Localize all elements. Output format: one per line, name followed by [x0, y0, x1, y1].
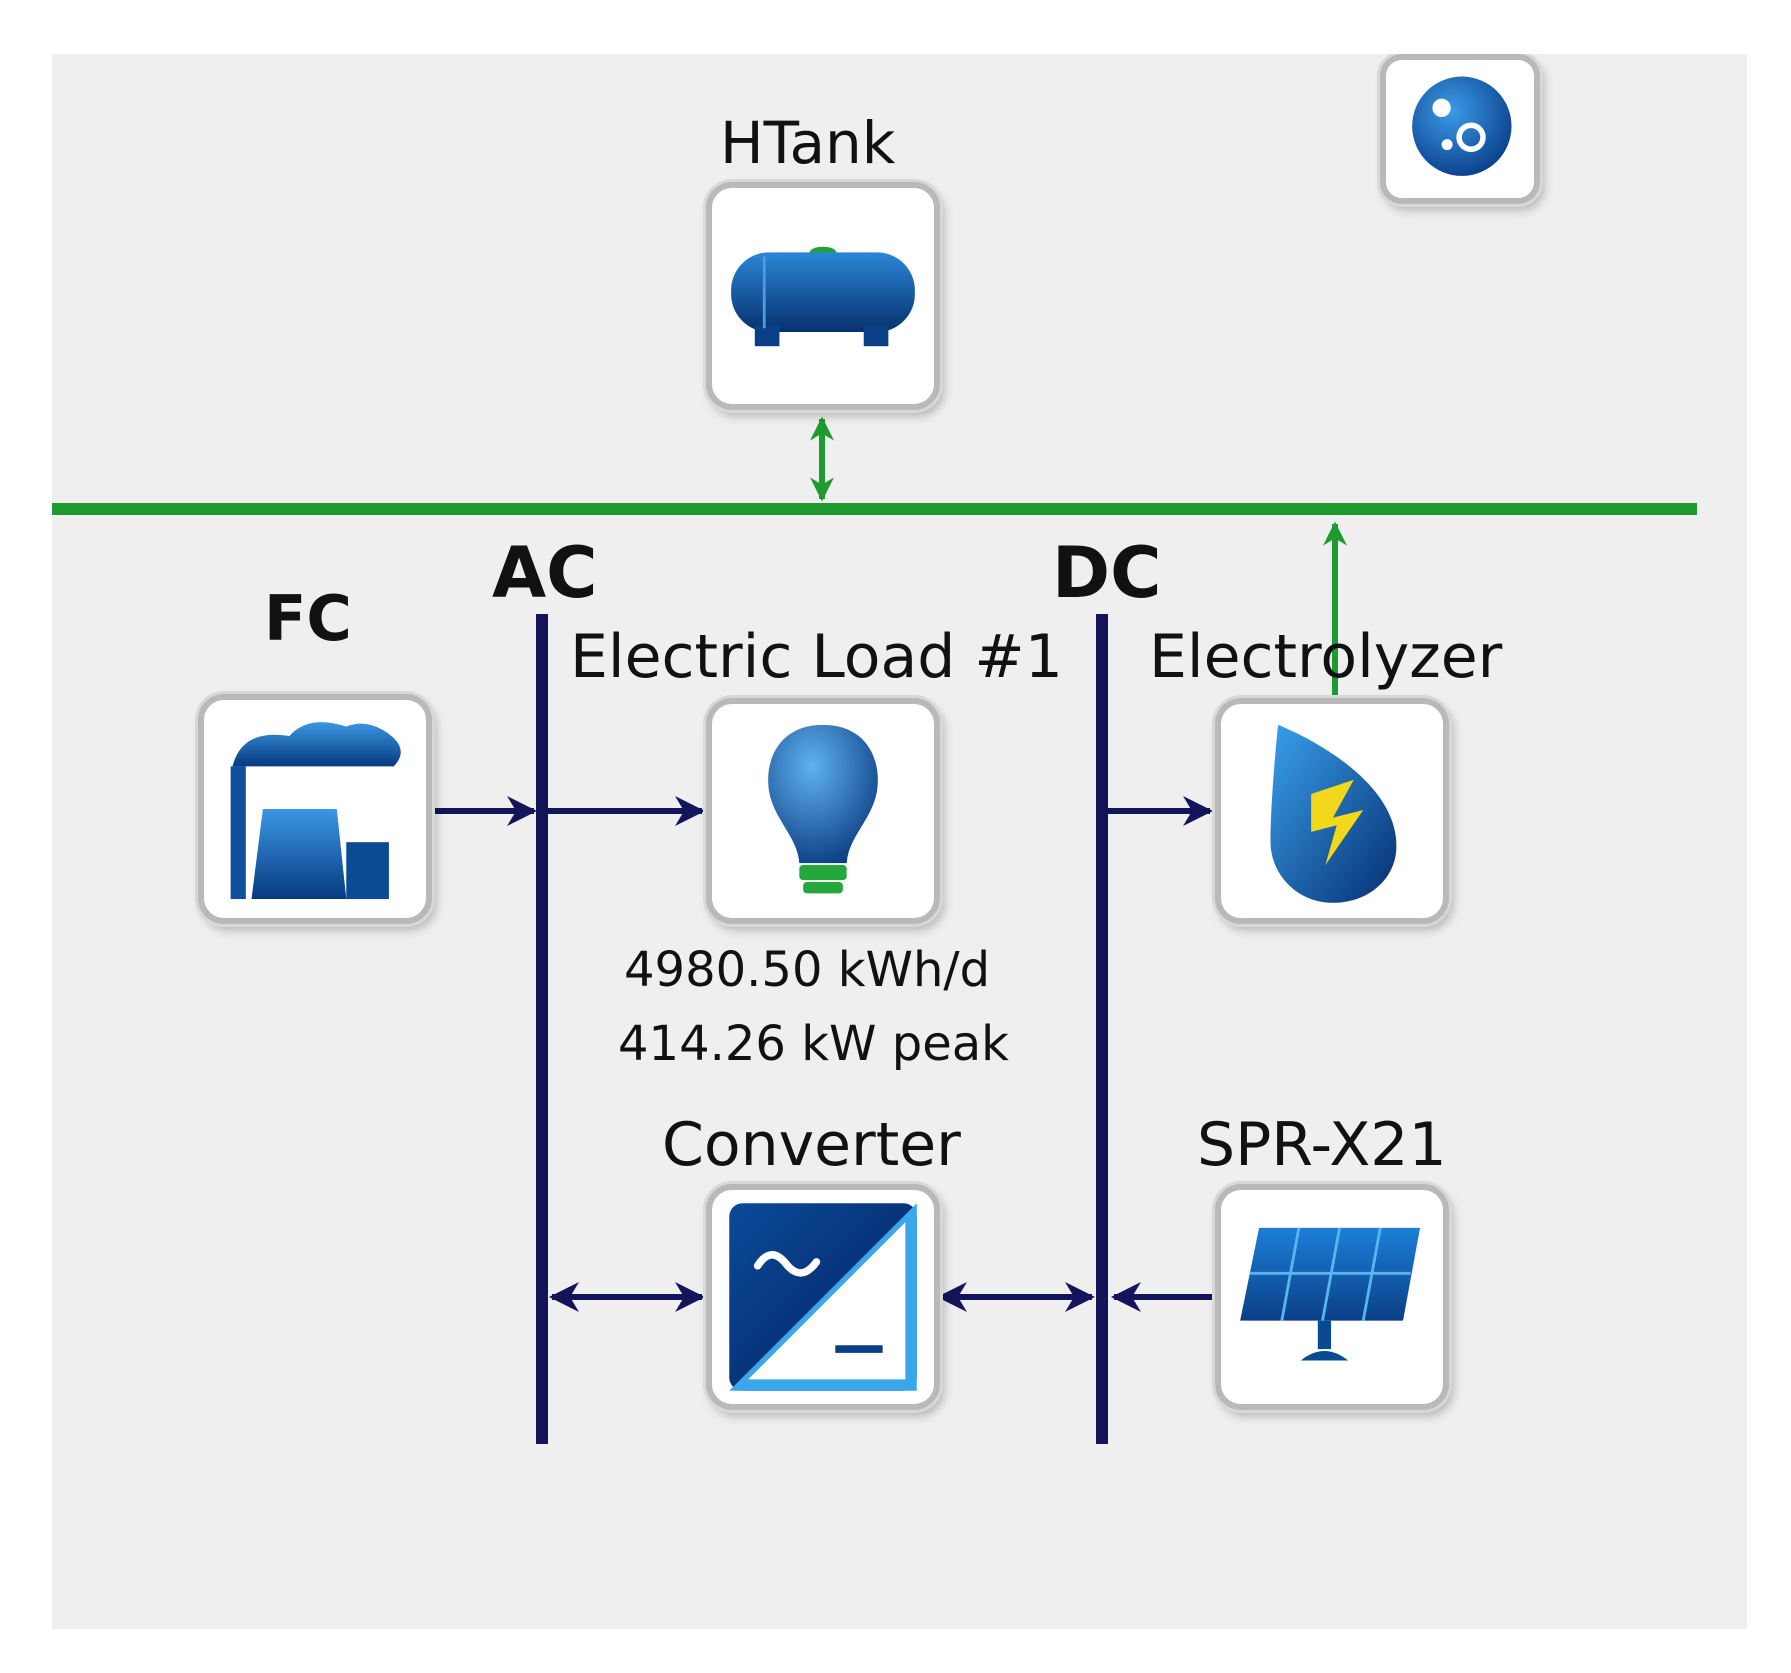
- schematic-canvas: HTank AC DC FC Electric Load #1 Electrol…: [52, 54, 1747, 1629]
- settings-gears-icon: [1412, 76, 1512, 176]
- fuel-cell-plant-icon: [230, 722, 401, 900]
- load-daily-energy: 4980.50 kWh/d: [624, 942, 991, 998]
- pv-label: SPR-X21: [1197, 1110, 1447, 1180]
- htank-node[interactable]: [706, 182, 940, 410]
- converter-node[interactable]: [706, 1184, 940, 1410]
- fc-label: FC: [264, 582, 352, 655]
- fc-node[interactable]: [198, 694, 432, 924]
- dc-bus-label: DC: [1052, 532, 1162, 614]
- solar-panel-icon: [1240, 1227, 1421, 1361]
- schematic-wires: [52, 416, 1697, 1444]
- pv-node[interactable]: [1215, 1184, 1449, 1410]
- settings-button[interactable]: [1380, 54, 1540, 204]
- electrolyzer-label: Electrolyzer: [1149, 622, 1503, 692]
- electrolyzer-drop-icon: [1270, 724, 1397, 903]
- converter-label: Converter: [662, 1110, 961, 1180]
- light-bulb-icon: [768, 724, 878, 894]
- electric-load-label: Electric Load #1: [570, 622, 1063, 692]
- ac-bus-label: AC: [492, 532, 598, 614]
- hydrogen-tank-icon: [731, 246, 915, 347]
- electrolyzer-node[interactable]: [1215, 698, 1449, 924]
- converter-icon: [729, 1203, 917, 1391]
- load-peak-power: 414.26 kW peak: [618, 1016, 1009, 1072]
- electric-load-node[interactable]: [706, 698, 940, 924]
- htank-label: HTank: [720, 109, 896, 177]
